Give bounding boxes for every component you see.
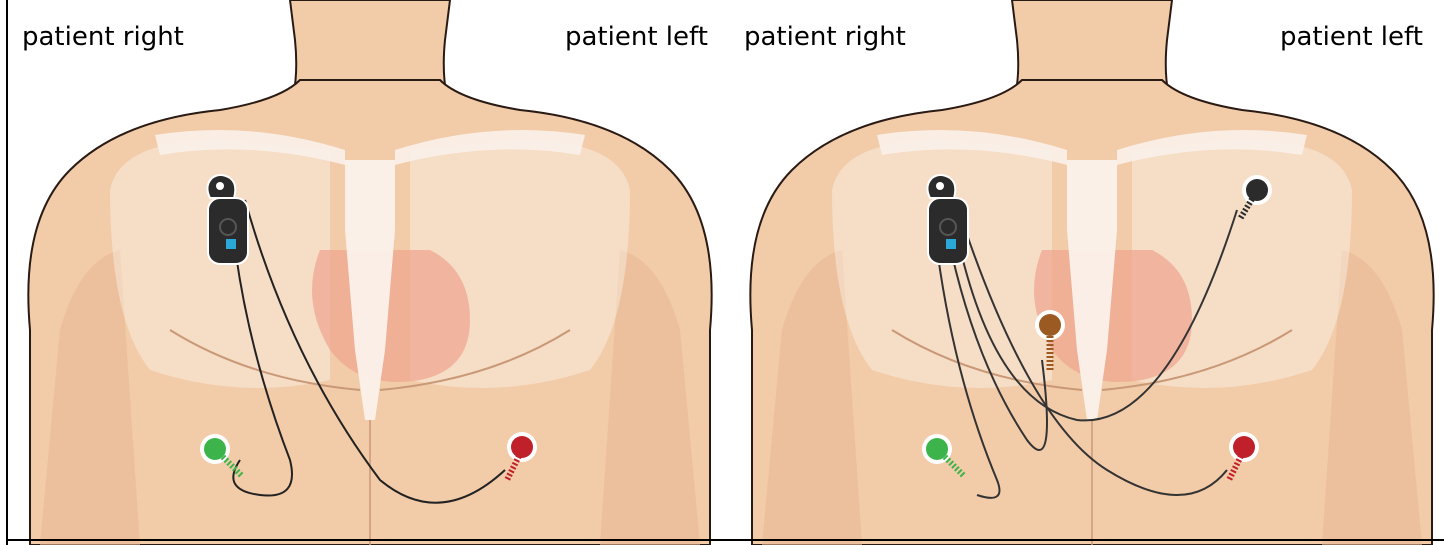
electrode-red-icon — [495, 430, 545, 485]
ecg-monitor-device-icon — [200, 172, 260, 267]
electrode-green-icon — [920, 432, 970, 482]
panel-two-lead: patient right patient left — [0, 0, 727, 545]
torso-illustration-right — [727, 0, 1450, 545]
label-patient-right: patient right — [22, 22, 184, 52]
frame-left-border — [6, 0, 8, 545]
frame-bottom-border — [6, 539, 1444, 541]
torso-illustration-left — [0, 0, 727, 545]
electrode-green-icon — [198, 432, 248, 482]
label-patient-left: patient left — [1280, 22, 1423, 52]
panel-five-lead: patient right patient left — [727, 0, 1450, 545]
electrode-black-icon — [1232, 173, 1277, 223]
label-patient-right: patient right — [744, 22, 906, 52]
electrode-brown-icon — [1033, 308, 1067, 373]
ecg-monitor-device-icon — [920, 172, 980, 267]
electrode-red-icon — [1217, 430, 1267, 485]
label-patient-left: patient left — [565, 22, 708, 52]
